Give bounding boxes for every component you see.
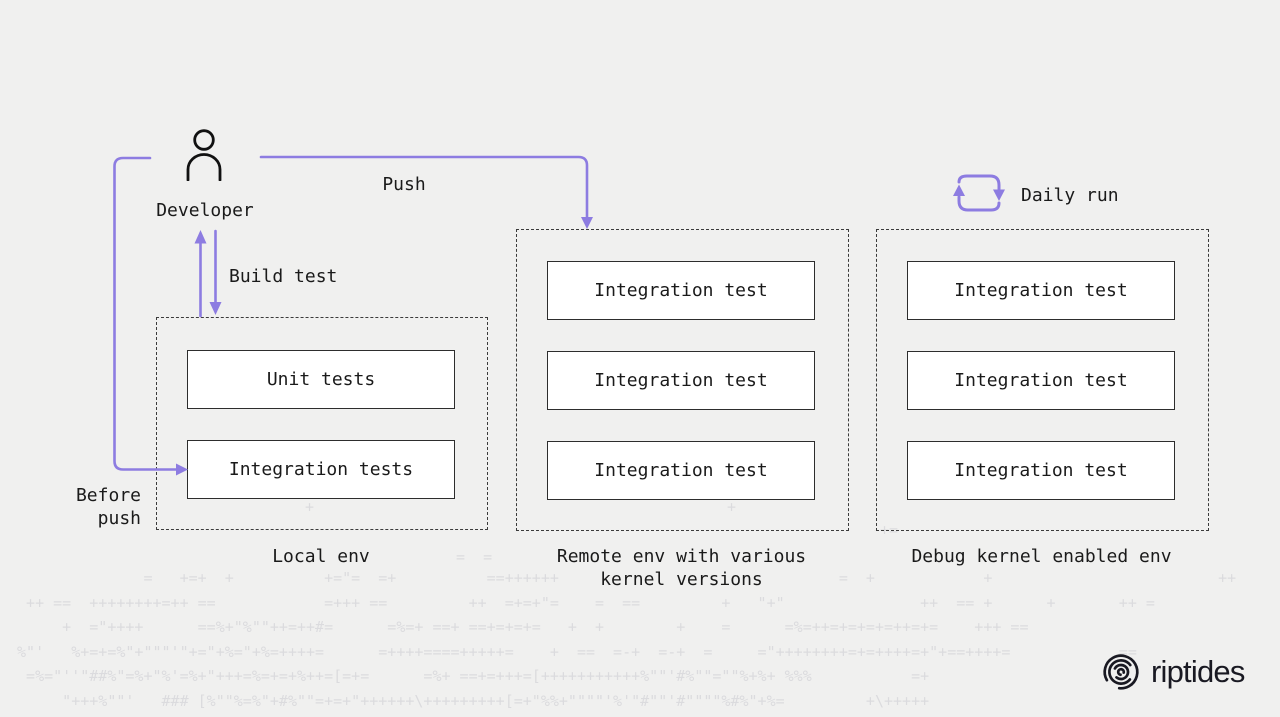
daily-run-label: Daily run [1021, 185, 1119, 206]
debug-env-label: Debug kernel enabled env [911, 546, 1172, 567]
watermark-equals: = = [456, 548, 493, 566]
push-label: Push [382, 174, 426, 195]
integration-test-box: Integration test [547, 441, 815, 500]
build-test-up-arrowhead [194, 230, 207, 244]
integration-test-box: Integration test [547, 351, 815, 410]
daily-run-cycle-icon [953, 174, 1005, 212]
integration-tests-box: Integration tests [187, 440, 455, 499]
integration-test-box: Integration test [907, 351, 1175, 410]
before-push-label: Before push [75, 485, 141, 529]
build-test-label: Build test [229, 266, 338, 287]
riptides-logo-text: riptides [1151, 654, 1245, 689]
integration-test-box: Integration test [547, 261, 815, 320]
build-test-down-arrowhead [209, 302, 222, 315]
integration-test-box: Integration test [907, 261, 1175, 320]
watermark-plus: + [727, 498, 737, 516]
unit-tests-box: Unit tests [187, 350, 455, 409]
push-arrowhead [581, 217, 593, 229]
riptides-logo-icon [1103, 654, 1139, 690]
integration-test-box: Integration test [907, 441, 1175, 500]
debug-env-box: Integration test Integration test Integr… [876, 229, 1209, 531]
remote-env-label: Remote env with various kernel versions [556, 546, 807, 590]
watermark-plus: + [305, 498, 315, 516]
remote-env-box: Integration test Integration test Integr… [516, 229, 849, 531]
developer-icon [186, 129, 222, 181]
local-env-label: Local env [272, 546, 370, 567]
riptides-logo: riptides [1100, 651, 1245, 693]
local-env-box: Unit tests Integration tests [156, 317, 488, 530]
background-ascii-art: = +=+ + +="= =+ ==++++++ = + + ++ ++ == … [17, 569, 1237, 710]
developer-label: Developer [156, 200, 254, 221]
